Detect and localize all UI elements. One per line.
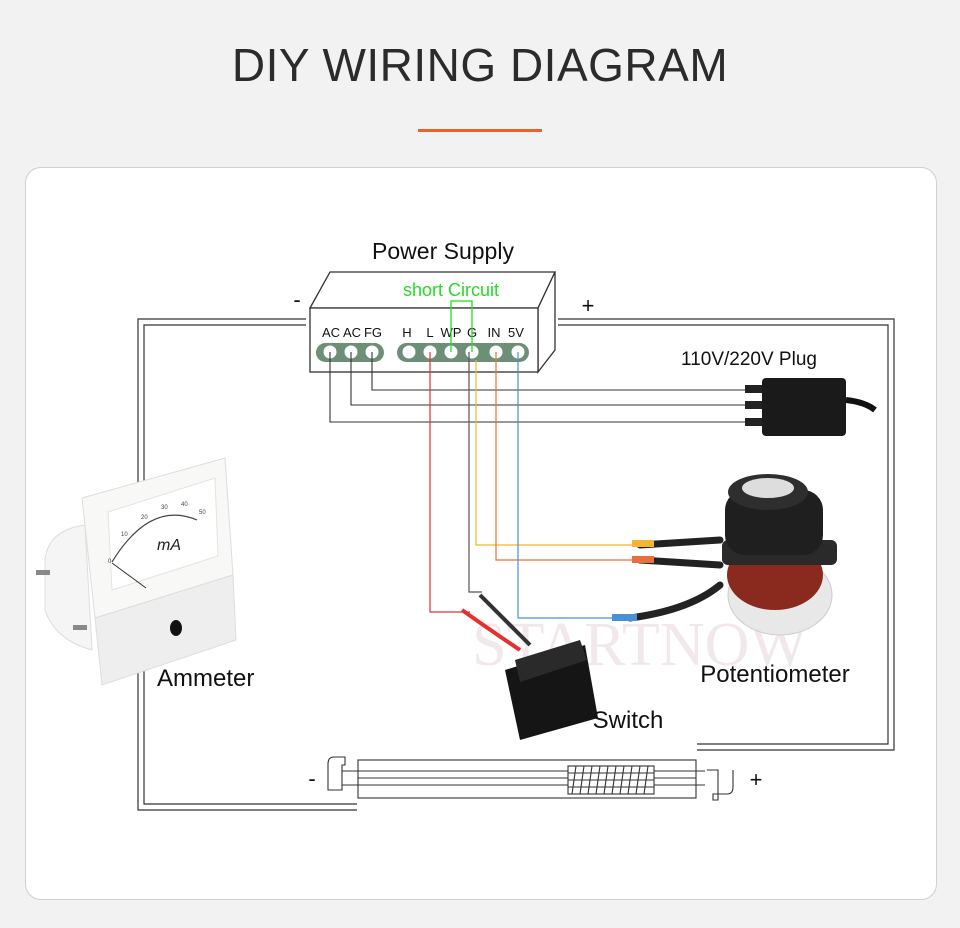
- terminal-ac1: AC: [322, 325, 340, 340]
- short-circuit-label: short Circuit: [403, 280, 499, 300]
- positive-loop-wire: [558, 318, 895, 751]
- potentiometer: [612, 474, 837, 636]
- ammeter-unit: mA: [157, 537, 181, 554]
- terminal-in: IN: [488, 325, 501, 340]
- plug-label: 110V/220V Plug: [681, 349, 817, 370]
- scale-30: 30: [161, 505, 168, 511]
- yellow-wire: [475, 360, 640, 546]
- power-supply-label: Power Supply: [372, 238, 514, 264]
- dc-terminal-strip: [397, 343, 529, 362]
- title-underline: [418, 129, 542, 132]
- terminal-5v: 5V: [508, 325, 524, 340]
- scale-40: 40: [181, 502, 188, 508]
- terminal-l: L: [426, 325, 433, 340]
- psu-plus: +: [582, 293, 595, 318]
- switch-label: Switch: [593, 707, 664, 734]
- ac-wires: [329, 352, 750, 423]
- gray-wire: [468, 352, 482, 593]
- ammeter-scale: 0 10 20 30 40 50: [108, 502, 206, 565]
- switch: [460, 593, 598, 740]
- scale-20: 20: [141, 515, 148, 521]
- ammeter: [36, 457, 237, 686]
- psu-minus: -: [293, 287, 300, 312]
- red-wire: [429, 352, 470, 613]
- tube-minus: -: [308, 766, 315, 791]
- ammeter-label: Ammeter: [157, 665, 254, 692]
- terminal-fg: FG: [364, 325, 382, 340]
- tube: [327, 756, 734, 801]
- scale-10: 10: [121, 532, 128, 538]
- scale-0: 0: [108, 559, 112, 565]
- page-title: DIY WIRING DIAGRAM: [231, 39, 729, 91]
- tube-plus: +: [750, 767, 763, 792]
- blue-wire: [517, 352, 630, 619]
- terminal-ac2: AC: [343, 325, 361, 340]
- orange-wire: [495, 352, 640, 561]
- terminal-h: H: [402, 325, 411, 340]
- potentiometer-label: Potentiometer: [700, 661, 849, 688]
- scale-50: 50: [199, 510, 206, 516]
- plug: [745, 378, 877, 436]
- short-circuit-jumper: [450, 300, 473, 352]
